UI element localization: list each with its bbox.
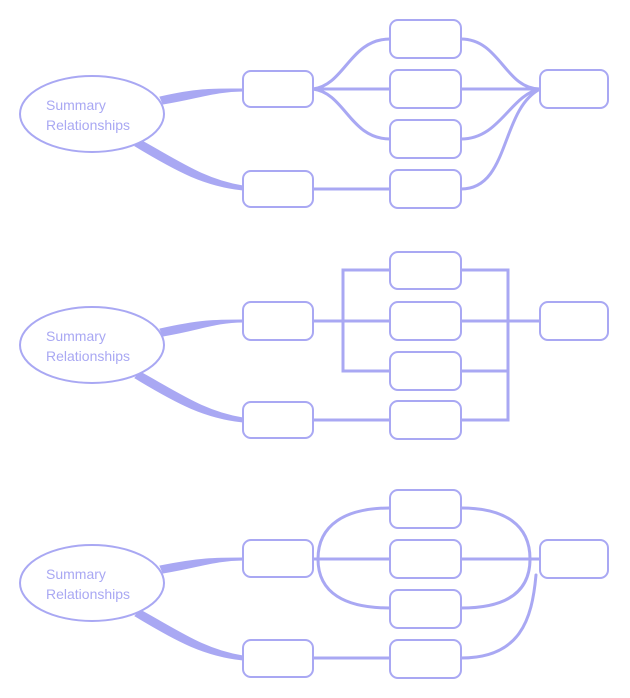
node-mid-4 — [389, 400, 462, 440]
node-right — [539, 69, 609, 109]
connector-upper-bot — [311, 87, 392, 141]
node-mid-4 — [389, 169, 462, 209]
node-mid-3 — [389, 119, 462, 159]
connector-bot-right — [459, 87, 542, 141]
node-lower — [242, 401, 314, 439]
root-node — [19, 306, 165, 384]
node-mid-1 — [389, 251, 462, 290]
diagram-orthogonal: Summary Relationships — [19, 251, 609, 440]
node-upper — [242, 301, 314, 341]
node-mid-2 — [389, 69, 462, 109]
node-right — [539, 539, 609, 579]
node-right — [539, 301, 609, 341]
root-label-line2: Relationships — [46, 586, 130, 602]
root-label-line1: Summary — [46, 566, 106, 582]
node-mid-1 — [389, 489, 462, 529]
connector-root-upper — [159, 319, 244, 337]
connector-root-lower — [134, 371, 244, 423]
node-upper — [242, 539, 314, 578]
connector-root-lower — [134, 139, 244, 191]
node-lower — [242, 170, 314, 208]
root-label-line2: Relationships — [46, 348, 130, 364]
root-label-line1: Summary — [46, 328, 106, 344]
connector-root-lower — [134, 609, 244, 661]
connector-root-upper — [159, 88, 244, 105]
connector-root-upper — [159, 557, 244, 574]
connector-bottom-right — [459, 573, 538, 660]
connector-top-right — [459, 37, 542, 91]
connectors — [134, 268, 542, 423]
root-label-line2: Relationships — [46, 117, 130, 133]
root-node — [19, 544, 165, 622]
node-lower — [242, 639, 314, 678]
diagram-curved: Summary Relationships — [19, 19, 609, 209]
node-upper — [242, 70, 314, 108]
root-node — [19, 75, 165, 153]
node-mid-2 — [389, 539, 462, 579]
connectors — [134, 37, 542, 191]
node-mid-3 — [389, 589, 462, 629]
node-mid-2 — [389, 301, 462, 341]
node-mid-3 — [389, 351, 462, 391]
connector-bottom-right — [459, 87, 542, 191]
connector-upper-top — [311, 37, 392, 91]
node-mid-1 — [389, 19, 462, 59]
node-mid-4 — [389, 639, 462, 679]
diagram-rounded-loop: Summary Relationships — [19, 489, 609, 679]
connectors — [134, 506, 542, 661]
root-label-line1: Summary — [46, 97, 106, 113]
